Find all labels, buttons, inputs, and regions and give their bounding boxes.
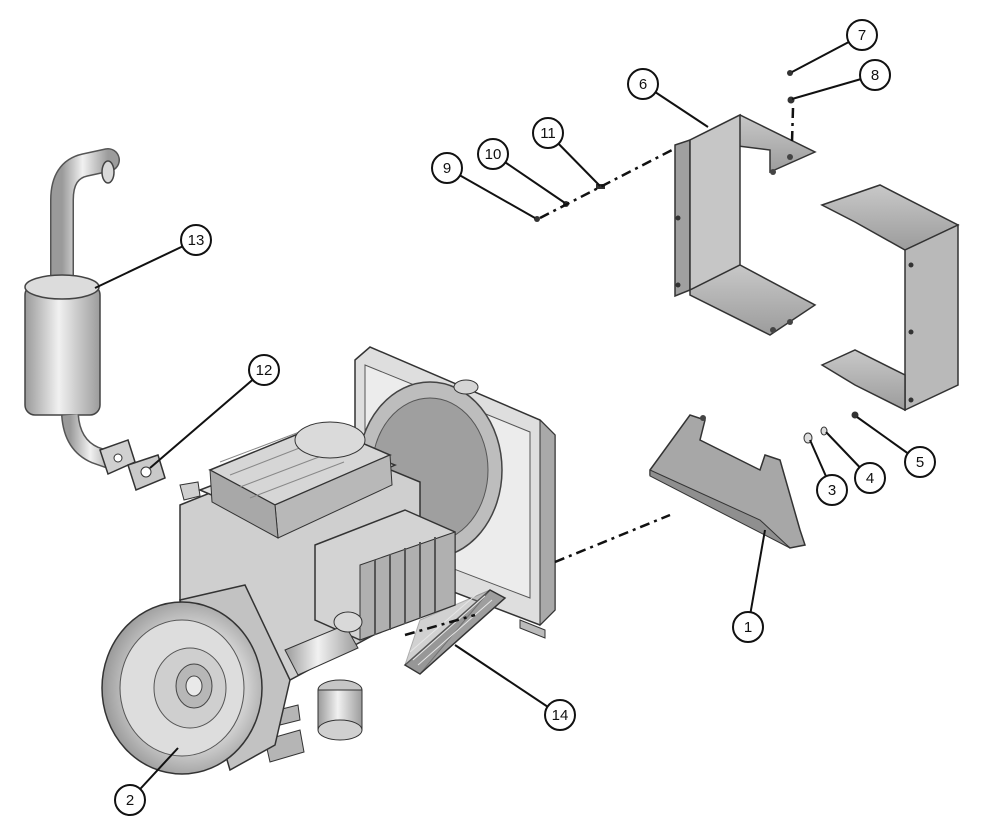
callout-9: 9: [431, 152, 536, 219]
callout-bubble: [544, 699, 576, 731]
callout-bubble: [859, 59, 891, 91]
callout-number: 4: [866, 470, 874, 487]
callout-bubble: [816, 474, 848, 506]
callout-7: 7: [791, 19, 878, 73]
callout-number: 11: [540, 125, 556, 142]
callout-number: 12: [256, 362, 273, 379]
callout-number: 14: [552, 707, 569, 724]
callout-leader-line: [149, 369, 265, 469]
callout-number: 6: [639, 76, 647, 93]
callout-bubble: [431, 152, 463, 184]
air-filter-element-part: [403, 589, 507, 675]
callout-number: 3: [828, 482, 836, 499]
callout-11: 11: [532, 117, 601, 187]
callout-number: 13: [188, 232, 205, 249]
callout-number: 1: [744, 619, 752, 636]
callout-bubble: [248, 354, 280, 386]
callout-leader-line: [446, 167, 536, 219]
callout-3: 3: [809, 439, 848, 506]
callout-number: 5: [916, 454, 924, 471]
callout-bubble: [477, 138, 509, 170]
callout-12: 12: [149, 354, 280, 469]
callout-number: 9: [443, 160, 451, 177]
callout-10: 10: [477, 138, 566, 204]
callout-bubble: [114, 784, 146, 816]
callout-4: 4: [825, 431, 886, 494]
callout-bubble: [532, 117, 564, 149]
flywheel-housing-part: [101, 584, 291, 775]
callout-bubble: [846, 19, 878, 51]
callout-bubble: [627, 68, 659, 100]
callout-bubble: [904, 446, 936, 478]
callout-number: 2: [126, 792, 134, 809]
callout-2: 2: [114, 747, 179, 816]
callout-14: 14: [454, 644, 576, 731]
callout-13: 13: [94, 224, 212, 289]
callout-1: 1: [732, 529, 766, 643]
mounting-bracket-part: [649, 414, 806, 549]
assembly-lines: [404, 107, 795, 637]
enclosure-panel-rear-part: [820, 184, 960, 412]
callout-6: 6: [627, 68, 709, 128]
callout-number: 8: [871, 67, 879, 84]
exhaust-gasket-part: [127, 454, 201, 501]
exhaust-muffler-part: [24, 148, 136, 476]
callout-leader-line: [454, 644, 561, 716]
callout-number: 7: [858, 27, 866, 44]
callout-leader-line: [747, 529, 766, 628]
callout-bubble: [854, 462, 886, 494]
callout-bubble: [732, 611, 764, 643]
callout-bubble: [180, 224, 212, 256]
callout-5: 5: [856, 416, 936, 478]
callout-8: 8: [791, 59, 891, 100]
enclosure-panel-front-part: [674, 113, 817, 336]
callout-number: 10: [485, 146, 502, 163]
callout-leader-line: [94, 239, 197, 289]
